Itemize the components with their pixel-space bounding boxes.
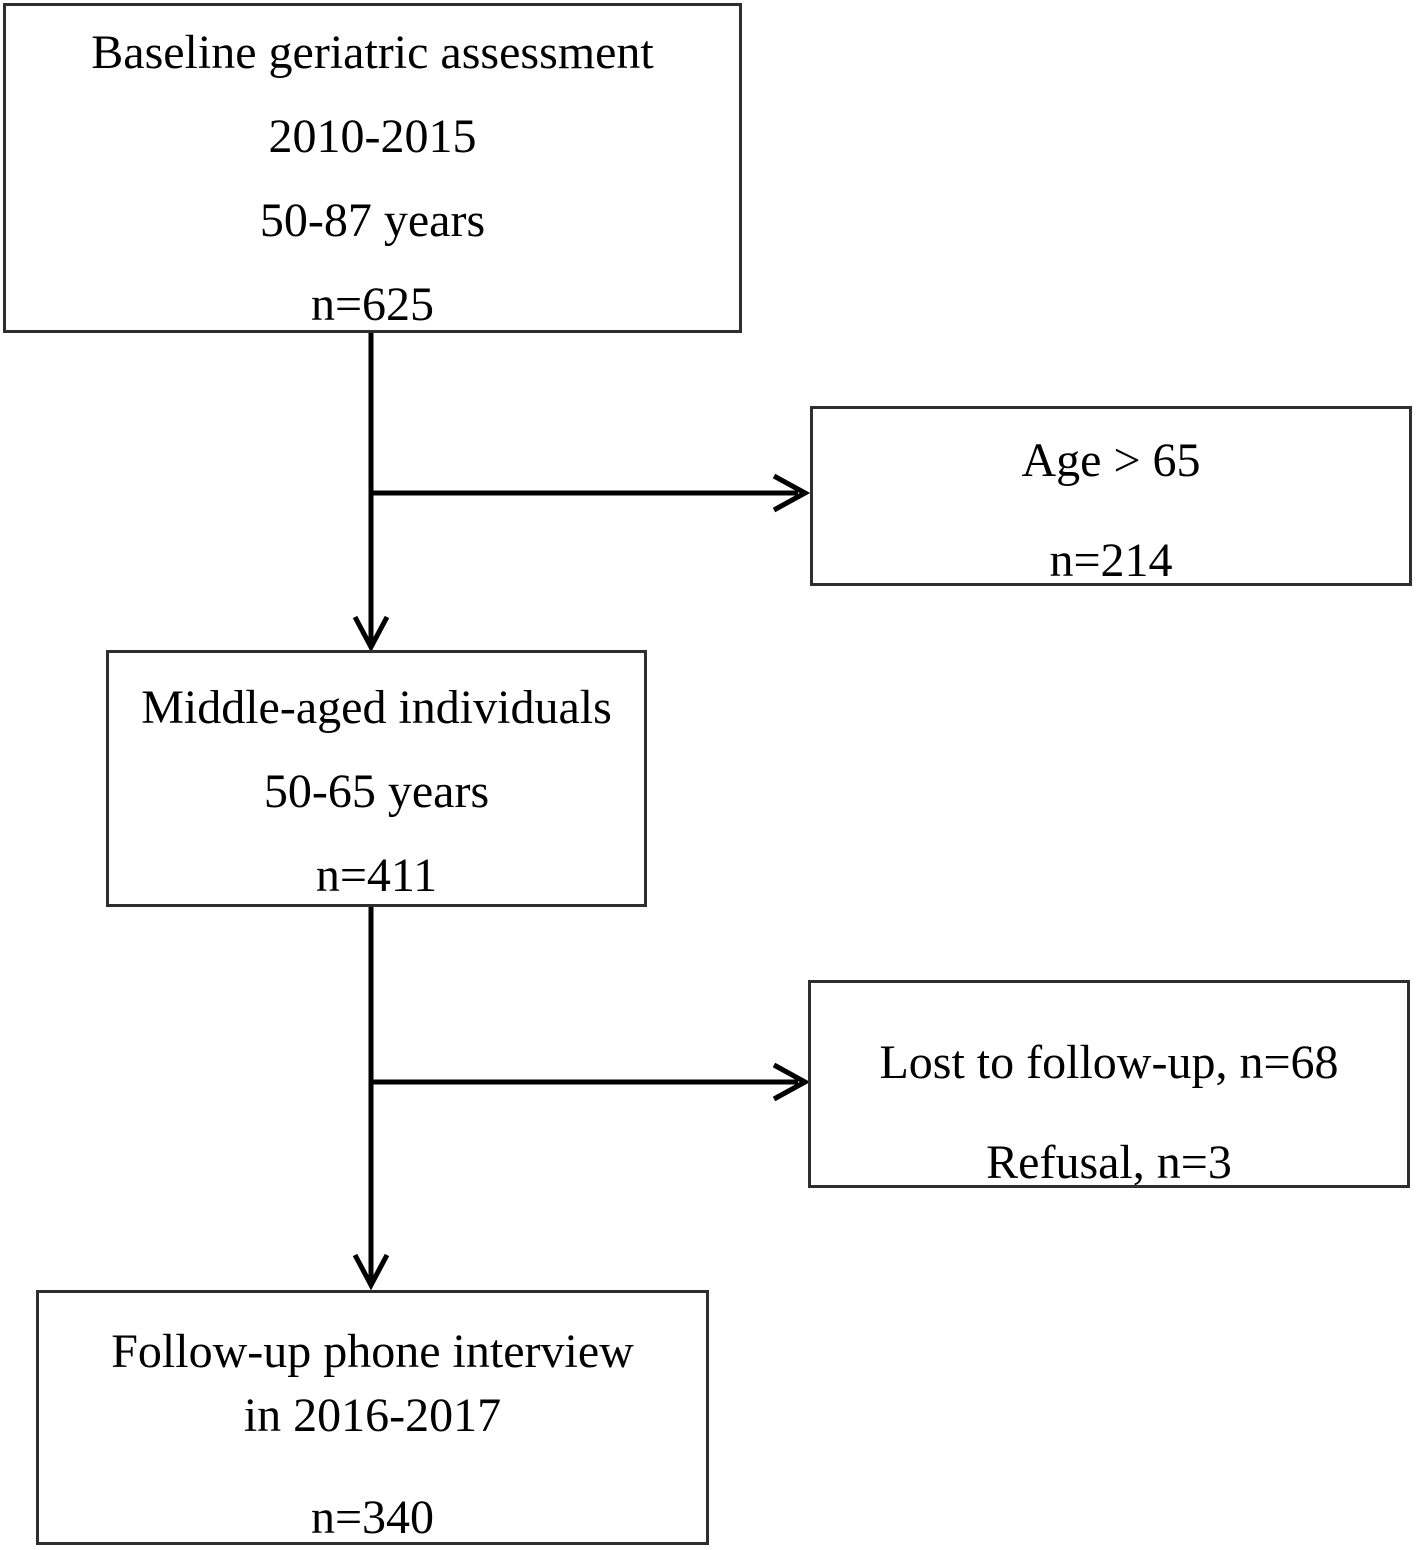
box-middle-aged: Middle-aged individuals 50-65 years n=41…: [106, 650, 647, 907]
box-line: n=625: [310, 278, 435, 331]
box-line: 50-87 years: [259, 194, 486, 247]
box-line: n=340: [310, 1491, 435, 1544]
arrow-down-middle-aged-to-followup: [352, 905, 390, 1291]
box-line: Refusal, n=3: [986, 1136, 1232, 1189]
box-followup-interview: Follow-up phone interview in 2016-2017 n…: [36, 1290, 709, 1545]
box-line: Age > 65: [1021, 434, 1201, 487]
box-baseline-assessment: Baseline geriatric assessment 2010-2015 …: [3, 3, 742, 333]
box-line: n=411: [315, 849, 438, 902]
box-line: n=214: [1049, 534, 1173, 587]
box-line: 50-65 years: [263, 765, 490, 818]
arrow-right-to-age-over-65: [373, 473, 811, 513]
box-lost-to-followup: Lost to follow-up, n=68 Refusal, n=3: [808, 980, 1410, 1189]
box-line: Follow-up phone interview: [111, 1325, 634, 1378]
arrow-down-baseline-to-middle-aged: [352, 333, 390, 653]
arrow-right-to-lost-to-followup: [373, 1062, 811, 1102]
box-line: Middle-aged individuals: [141, 681, 612, 734]
box-line: Lost to follow-up, n=68: [879, 1036, 1339, 1089]
box-line: 2010-2015: [268, 110, 477, 163]
box-line: Baseline geriatric assessment: [91, 26, 654, 79]
box-line: in 2016-2017: [243, 1389, 502, 1442]
box-age-over-65: Age > 65 n=214: [810, 406, 1412, 587]
